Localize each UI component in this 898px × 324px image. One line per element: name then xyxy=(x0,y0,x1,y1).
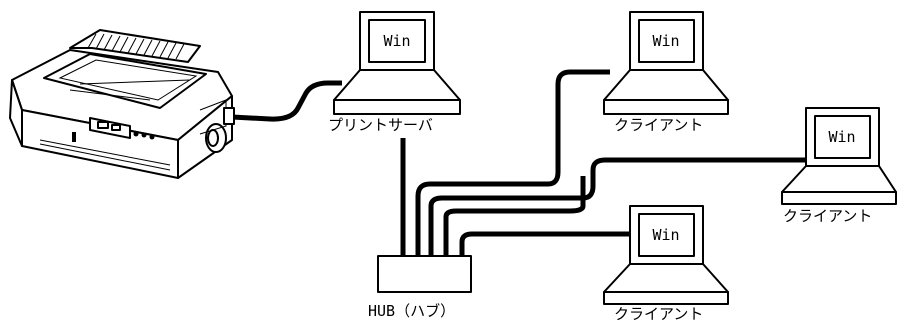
client-top-computer: Win xyxy=(603,11,729,115)
cable-hub-to-client-bottom xyxy=(443,176,586,256)
client-bottom-screen-text: Win xyxy=(652,226,679,244)
hub-box xyxy=(377,255,472,293)
client-right-screen-text: Win xyxy=(828,128,855,146)
cable-hub-to-client-top xyxy=(415,69,610,256)
client-bottom-label: クライアント xyxy=(614,305,703,323)
cable-hub-to-client-bottom-b xyxy=(459,231,636,256)
client-bottom-computer: Win xyxy=(603,205,729,305)
print-server-screen-text: Win xyxy=(383,32,410,50)
hub-label: HUB（ハブ） xyxy=(368,302,455,320)
print-server-computer: Win xyxy=(333,11,461,115)
cables xyxy=(231,69,822,256)
client-right-computer: Win xyxy=(781,107,897,205)
dot-matrix-printer-icon xyxy=(9,29,235,179)
cable-printer-to-server xyxy=(231,80,342,122)
client-right-label: クライアント xyxy=(783,207,872,225)
cable-hub-to-client-right xyxy=(428,157,822,256)
client-top-label: クライアント xyxy=(614,116,703,134)
client-top-screen-text: Win xyxy=(652,32,679,50)
print-server-label: プリントサーバ xyxy=(328,116,433,134)
